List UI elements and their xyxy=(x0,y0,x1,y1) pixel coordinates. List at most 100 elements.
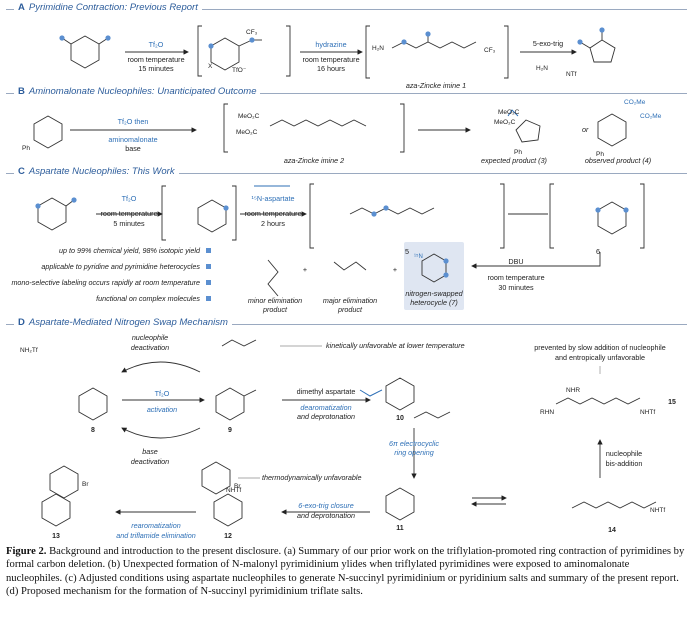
scheme-text: and triflamide elimination xyxy=(116,531,196,540)
scheme-text: room temperature xyxy=(127,55,184,64)
label-5: 5 xyxy=(405,247,409,256)
scheme-text: NHTf xyxy=(650,507,665,514)
figure-caption: Figure 2. Background and introduction to… xyxy=(6,545,687,599)
scheme-text: H₂N xyxy=(372,45,384,52)
pyrazole-ring xyxy=(589,39,616,63)
scheme-text: CF₃ xyxy=(484,47,496,54)
scheme-text: MeO₂C xyxy=(498,109,520,116)
scheme-text: CO₂Me xyxy=(624,99,646,106)
scheme-text: or xyxy=(582,125,589,134)
scheme-text: nucleophile xyxy=(606,449,642,458)
scheme-text: base xyxy=(125,144,141,153)
compound-10-ring xyxy=(385,377,415,411)
label-11: 11 xyxy=(396,525,404,532)
scheme-text: deactivation xyxy=(131,457,169,466)
scheme-text: rearomatization xyxy=(131,521,181,530)
scheme-text: heterocycle (7) xyxy=(410,298,458,307)
scheme-text: MeO₂C xyxy=(236,129,258,136)
scheme-text: Tf₂O xyxy=(155,389,170,398)
scheme-text: room temperature xyxy=(244,209,301,218)
substituent-dots xyxy=(35,27,629,278)
label-13: 13 xyxy=(52,533,60,540)
pyrimidine-ring-c xyxy=(37,197,67,231)
scheme-text: Ph xyxy=(596,151,604,158)
expected-product-ring xyxy=(515,119,541,143)
label-9: 9 xyxy=(228,427,232,434)
scheme-text: room temperature xyxy=(487,273,544,282)
scheme-text: NHTf xyxy=(226,487,241,494)
pyrimidine-ring-a xyxy=(70,35,100,69)
scheme-text: activation xyxy=(147,405,177,414)
scheme-text: observed product (4) xyxy=(585,156,651,165)
scheme-text: ¹⁵N-aspartate xyxy=(252,194,295,203)
scheme-text: Br xyxy=(82,481,89,488)
scheme-text: + xyxy=(393,265,397,274)
scheme-text: room temperature xyxy=(302,55,359,64)
scheme-text: 6-exo-trig closure xyxy=(298,501,354,510)
scheme-text: room temperature xyxy=(100,209,157,218)
scheme-text: Ph xyxy=(514,149,522,156)
scheme-text: DBU xyxy=(508,257,523,266)
label-14: 14 xyxy=(608,527,616,534)
scheme-text: 16 hours xyxy=(317,64,345,73)
scheme-text: Ph xyxy=(22,145,30,152)
scheme-text: and deprotonation xyxy=(297,412,355,421)
scheme-text: Tf₂O then xyxy=(118,117,149,126)
scheme-text: product xyxy=(337,305,363,314)
scheme-text: ¹⁵N xyxy=(414,253,423,260)
scheme-text: kinetically unfavorable at lower tempera… xyxy=(326,341,465,350)
scheme-text: up to 99% chemical yield, 98% isotopic y… xyxy=(59,246,201,255)
observed-product-ring xyxy=(597,113,627,147)
a-step1-reagent: Tf₂O xyxy=(149,40,164,49)
scheme-text: 30 minutes xyxy=(498,283,534,292)
scheme-text: and deprotonation xyxy=(297,511,355,520)
scheme-text: CO₂Me xyxy=(640,113,662,120)
scheme-text: 15 minutes xyxy=(138,64,174,73)
label-8: 8 xyxy=(91,427,95,434)
scheme-text: dimethyl aspartate xyxy=(297,387,356,396)
scheme-text: applicable to pyridine and pyrimidine he… xyxy=(41,262,200,271)
nitrogen-swapped-highlight xyxy=(404,242,464,310)
scheme-text: nitrogen-swapped xyxy=(405,289,463,298)
swapped-ring xyxy=(421,253,447,283)
scheme-text: functional on complex molecules xyxy=(96,294,200,303)
aza-zincke-imine-2-label: aza-Zincke imine 2 xyxy=(284,156,344,165)
a-step2-reagent: hydrazine xyxy=(315,40,346,49)
compound-12-ring xyxy=(213,493,243,527)
scheme-text: + xyxy=(303,265,307,274)
scheme-text: and entropically unfavorable xyxy=(555,353,645,362)
scheme-text: deactivation xyxy=(131,343,169,352)
scheme-text: NHTf xyxy=(640,409,655,416)
label-15: 15 xyxy=(668,399,676,406)
scheme-text: mono-selective labeling occurs rapidly a… xyxy=(11,278,200,287)
bromopyridine-ring xyxy=(201,461,231,495)
scheme-text: 5-exo-trig xyxy=(533,39,563,48)
scheme-text: nucleophile xyxy=(132,333,168,342)
scheme-text: 5 minutes xyxy=(113,219,145,228)
compound-11-ring xyxy=(385,487,415,521)
scheme-text: aminomalonate xyxy=(108,135,157,144)
caption-text: Background and introduction to the prese… xyxy=(6,546,685,598)
aza-zincke-imine-1-label: aza-Zincke imine 1 xyxy=(406,81,466,90)
scheme-text: CF₃ xyxy=(246,29,258,36)
caption-lead: Figure 2. xyxy=(6,546,47,557)
pyrimidine-ring-b xyxy=(33,115,63,149)
scheme-text: 6π electrocyclic xyxy=(389,439,439,448)
scheme-canvas: Tf₂O room temperature 15 minutes CF₃ TfO… xyxy=(11,25,676,540)
scheme-text: product xyxy=(262,305,288,314)
scheme-text: expected product (3) xyxy=(481,156,547,165)
scheme-text: H₂N xyxy=(536,65,548,72)
scheme-text: X xyxy=(208,63,213,70)
scheme-text: major elimination xyxy=(323,296,377,305)
scheme-text: base xyxy=(142,447,158,456)
scheme-text: MeO₂C xyxy=(238,113,260,120)
compound-9-ring xyxy=(215,387,245,421)
scheme-text: thermodynamically unfavorable xyxy=(262,473,361,482)
scheme-text: NTf xyxy=(566,71,577,78)
scheme-text: prevented by slow addition of nucleophil… xyxy=(534,343,665,352)
scheme-text: NH₂Tf xyxy=(20,347,38,354)
scheme-text: 2 hours xyxy=(261,219,285,228)
compound-8-ring xyxy=(78,387,108,421)
